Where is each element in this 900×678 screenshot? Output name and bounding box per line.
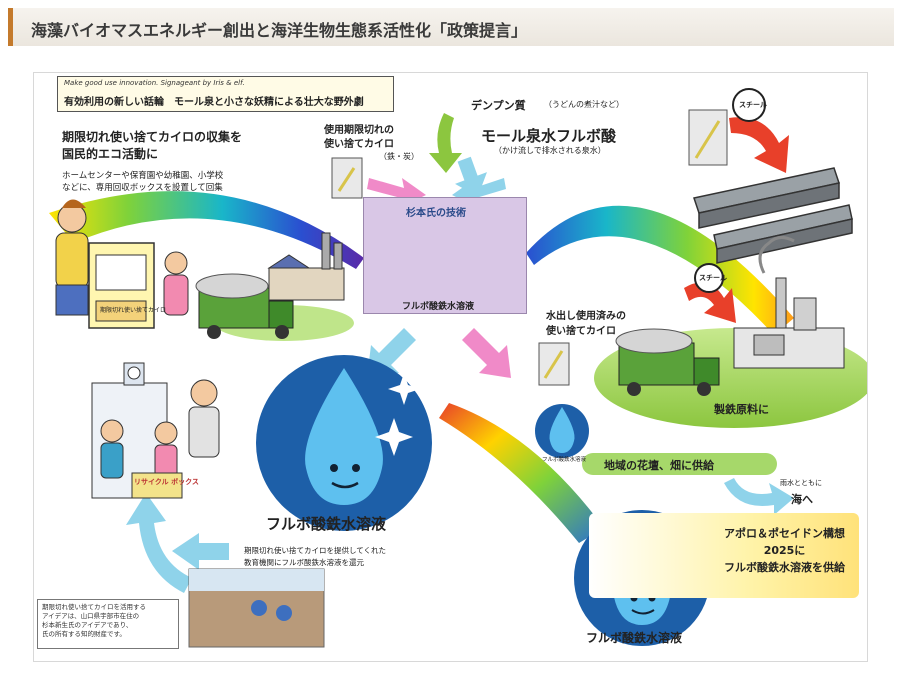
- truck-right-icon: [615, 328, 720, 396]
- steel-badge-label-1: スチール: [739, 101, 767, 109]
- left-sub-2: などに、専用回収ボックスを設置して回集: [62, 183, 223, 193]
- arrow-cycle-up: [126, 493, 192, 593]
- to-sea-note: 雨水とともに: [780, 479, 822, 487]
- rainbow-arc-right: [526, 205, 794, 335]
- rainbow-arc-down: [439, 403, 604, 543]
- page-title: 海藻バイオマスエネルギー創出と海洋生物生態系活性化「政策提言」: [31, 21, 528, 40]
- left-heading-2: 国民的エコ活動に: [62, 147, 159, 161]
- center-caption: 杉本氏の技術: [406, 208, 466, 219]
- children-figures-icon: [100, 379, 220, 499]
- used-kairo-note: （鉄・炭）: [379, 152, 419, 161]
- small-drop-label: フルボ酸鉄水溶液: [542, 457, 587, 463]
- steel-beams-icon: [693, 167, 853, 264]
- apollo-line-3: フルボ酸鉄水溶液を供給: [724, 561, 845, 574]
- diagram-arrows: [49, 88, 867, 648]
- return-line-1: 期限切れ使い捨てカイロを提供してくれた: [244, 546, 387, 555]
- diagram-frame: Make good use innovation. Signageant by …: [33, 72, 868, 662]
- steel-material-label: 製鉄原料に: [714, 403, 769, 416]
- rainbow-arc-left: [49, 191, 364, 269]
- recycle-box-label: リサイクル ボックス: [134, 478, 199, 486]
- starch-note: （うどんの煮汁など）: [544, 100, 624, 109]
- steel-factory-icon: [733, 236, 845, 369]
- mall-note: （かけ流しで排水される泉水）: [494, 146, 606, 155]
- mall-label: モール泉水フルボ酸: [481, 127, 617, 145]
- return-line-2: 教育機関にフルボ酸鉄水溶液を還元: [244, 558, 364, 567]
- ip-note-box: 期限切れ使い捨てカイロを活用する アイデアは、山口県宇部市在住の 杉本新生氏のア…: [37, 599, 179, 649]
- collection-box-icon: [88, 242, 155, 329]
- apollo-line-1: アポロ＆ポセイドン構想: [724, 527, 845, 540]
- to-sea-label: 海へ: [791, 493, 813, 506]
- used-kairo-1: 使用期限切れの: [324, 125, 394, 136]
- ip-note-text: 期限切れ使い捨てカイロを活用する アイデアは、山口県宇部市在住の 杉本新生氏のア…: [42, 603, 146, 638]
- drop3-label: フルボ酸鉄水溶液: [586, 631, 683, 645]
- tagline-en: Make good use innovation. Signageant by …: [64, 79, 245, 87]
- arrow-pink-down-right: [462, 328, 511, 378]
- arrow-red-steel-2: [684, 282, 736, 323]
- water-drop-small-icon: [535, 404, 589, 458]
- arrow-green-starch: [429, 113, 462, 173]
- box-sign: 期限切れ使い捨てカイロ: [100, 307, 167, 314]
- left-heading-1: 期限切れ使い捨てカイロの収集を: [62, 130, 243, 144]
- kairo2-line2: 使い捨てカイロ: [546, 326, 616, 337]
- kairo2-line1: 水出し使用済みの: [546, 311, 626, 322]
- supply-gardens-label: 地域の花壇、畑に供給: [604, 459, 714, 472]
- big-drop-label: フルボ酸鉄水溶液: [266, 515, 387, 533]
- girl-figure-icon: [163, 251, 189, 316]
- factory-left-icon: [267, 232, 345, 301]
- arrow-red-steel: [729, 117, 789, 173]
- green-bar-gardens: [582, 453, 777, 475]
- arrow-cycle-left: [172, 533, 229, 570]
- apollo-line-2: 2025に: [763, 544, 806, 557]
- woman-figure-icon: [55, 199, 89, 316]
- truck-left-icon: [195, 273, 294, 339]
- apollo-callout: アポロ＆ポセイドン構想 2025に フルボ酸鉄水溶液を供給: [589, 513, 859, 598]
- arrow-to-sea: [724, 478, 794, 515]
- center-liquid-label: フルボ酸鉄水溶液: [402, 302, 475, 312]
- steel-badge-label-2: スチール: [699, 274, 727, 282]
- used-kairo-2: 使い捨てカイロ: [324, 139, 394, 150]
- left-sub-1: ホームセンターや保育園や幼稚園、小学校: [62, 171, 224, 181]
- water-drop-big-icon: [256, 355, 432, 531]
- steel-badge-icon: [694, 88, 766, 293]
- page-header: 海藻バイオマスエネルギー創出と海洋生物生態系活性化「政策提言」: [8, 8, 894, 46]
- tagline-box: Make good use innovation. Signageant by …: [57, 76, 394, 112]
- kairo-pack-icon: [331, 109, 728, 386]
- starch-label: デンプン質: [471, 99, 526, 112]
- center-technology-card: 杉本氏の技術: [363, 197, 527, 314]
- tagline-jp: 有効利用の新しい話輪 モール泉と小さな妖精による壮大な野外劇: [64, 97, 364, 108]
